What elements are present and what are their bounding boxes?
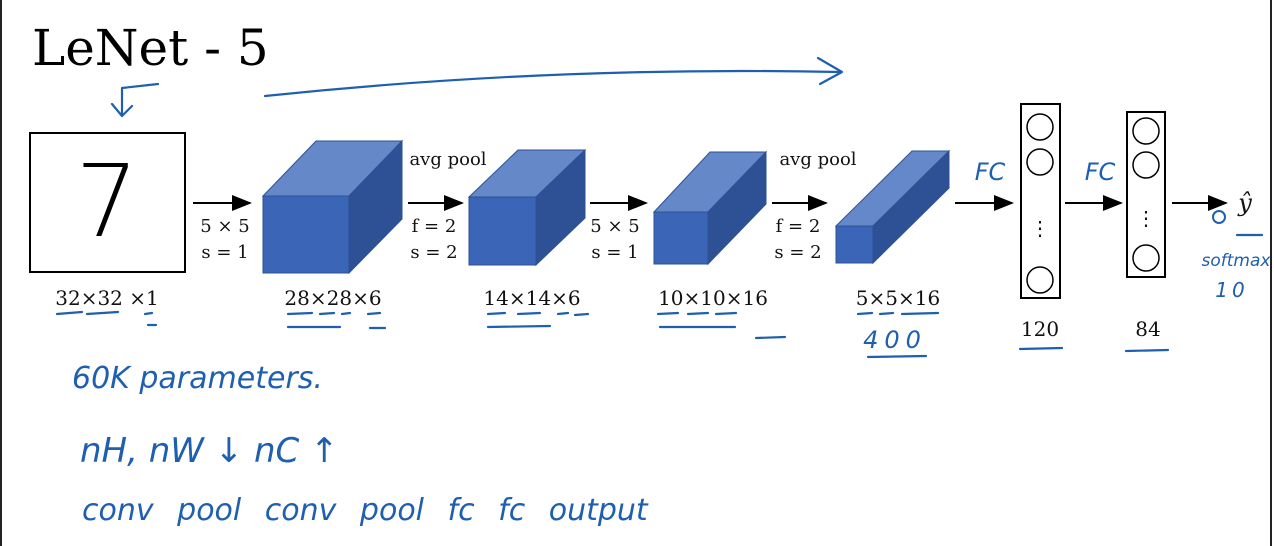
pool2-stride: s = 2 xyxy=(774,242,821,263)
note-parameters: 60K parameters. xyxy=(72,361,323,396)
fc1-layer xyxy=(1020,103,1061,299)
input-image: 7 xyxy=(29,132,186,273)
output-activation: softmax xyxy=(1202,251,1272,271)
pool1-stride: s = 2 xyxy=(410,242,457,263)
fc2-neuron xyxy=(1132,117,1160,145)
slide-title: LeNet - 5 xyxy=(32,19,269,77)
pool1-volume xyxy=(467,148,587,267)
conv2-output: 10×10×16 xyxy=(658,286,768,310)
fc1-ellipsis: ⋮ xyxy=(1030,216,1050,240)
fc2-layer xyxy=(1126,111,1166,278)
fc2-label: FC xyxy=(1085,158,1116,186)
conv2-stride: s = 1 xyxy=(591,242,638,263)
fc2-neuron xyxy=(1132,244,1160,272)
fc1-label: FC xyxy=(975,158,1006,186)
pool2-flattened: 400 xyxy=(863,326,927,354)
input-underline-scribble xyxy=(55,310,158,327)
fc1-underline-scribble xyxy=(1018,346,1064,351)
flatten-underline-scribble xyxy=(866,354,928,359)
conv1-output: 28×28×6 xyxy=(284,286,381,310)
note-layer-sequence: conv pool conv pool fc fc output xyxy=(82,493,649,528)
input-digit: 7 xyxy=(75,143,139,260)
fc1-neuron xyxy=(1026,113,1054,141)
pool1-filter: f = 2 xyxy=(412,216,457,237)
output-yhat: ŷ xyxy=(1237,189,1252,217)
conv2-volume xyxy=(652,150,768,266)
fc2-ellipsis: ⋮ xyxy=(1136,206,1156,230)
conv2-underline-scribble xyxy=(656,311,787,340)
pool2-filter: f = 2 xyxy=(776,216,821,237)
pool2-underline-scribble xyxy=(856,311,940,316)
fc2-underline-scribble xyxy=(1124,348,1170,353)
pool1-underline-scribble xyxy=(486,311,590,329)
pool1-name: avg pool xyxy=(409,149,486,170)
fc2-units: 84 xyxy=(1135,317,1160,341)
output-node-scribble xyxy=(1212,210,1226,224)
fc1-units: 120 xyxy=(1021,317,1059,341)
conv1-underline-scribble xyxy=(286,311,387,330)
output-classes: 10 xyxy=(1215,278,1248,302)
fc2-neuron xyxy=(1132,151,1160,179)
pool2-volume xyxy=(834,149,951,265)
fc1-neuron xyxy=(1026,148,1054,176)
conv1-stride: s = 1 xyxy=(201,242,248,263)
conv2-kernel: 5 × 5 xyxy=(590,216,639,237)
fc1-neuron xyxy=(1026,266,1054,294)
pool1-output: 14×14×6 xyxy=(483,286,580,310)
note-dimensions: nH, nW ↓ nC ↑ xyxy=(80,431,339,471)
flow-arrow-scribble xyxy=(263,56,844,98)
conv1-kernel: 5 × 5 xyxy=(200,216,249,237)
pool2-name: avg pool xyxy=(779,149,856,170)
pool2-output: 5×5×16 xyxy=(856,286,940,310)
input-size-label: 32×32 ×1 xyxy=(55,286,159,310)
conv1-volume xyxy=(261,139,404,275)
input-pointer-scribble xyxy=(110,82,160,118)
